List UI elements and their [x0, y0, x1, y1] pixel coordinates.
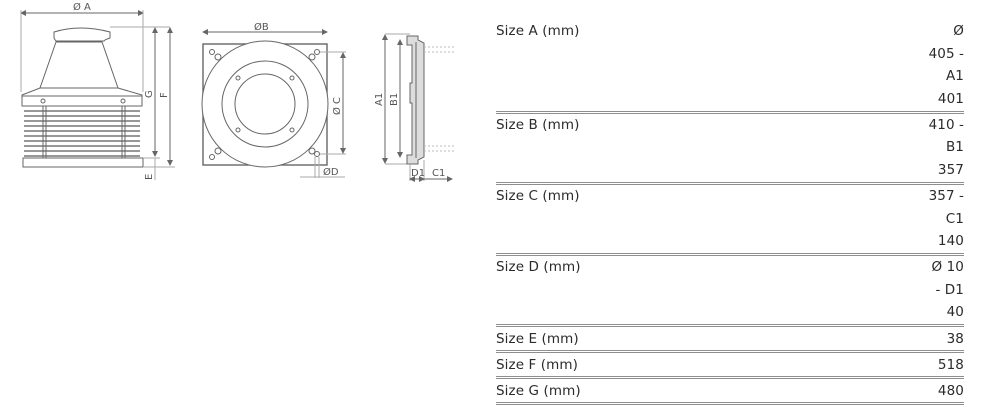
dim-label-a1: A1	[374, 93, 385, 106]
table-row-size-d: Size D (mm) Ø 10 - D1 40	[496, 254, 964, 326]
table-row-size-e: Size E (mm) 38	[496, 325, 964, 352]
section-view	[382, 33, 455, 182]
row-value-line: Ø 10	[931, 258, 964, 275]
technical-drawing: Ø A G F E	[0, 0, 480, 200]
row-value-line: 38	[946, 330, 964, 347]
dim-label-f: F	[159, 92, 170, 98]
row-label: Size G (mm)	[496, 382, 581, 399]
dim-label-e: E	[144, 174, 155, 180]
row-value-line: 401	[937, 91, 964, 108]
row-label: Size C (mm)	[496, 187, 580, 204]
dim-label-g: G	[144, 90, 155, 98]
row-value-line: 410 -	[928, 116, 964, 133]
size-spec-table: Size A (mm) Ø 405 - A1 401 Size B (mm) 4…	[496, 20, 964, 405]
row-label: Size F (mm)	[496, 356, 578, 373]
row-label: Size E (mm)	[496, 330, 579, 347]
dim-label-b1: B1	[389, 93, 400, 106]
table-row-size-a: Size A (mm) Ø 405 - A1 401	[496, 20, 964, 113]
row-value-line: 357	[937, 162, 964, 179]
top-view	[201, 29, 346, 178]
table-row-size-g: Size G (mm) 480	[496, 377, 964, 404]
row-label: Size D (mm)	[496, 258, 581, 275]
row-value-line: 140	[937, 233, 964, 250]
row-label: Size A (mm)	[496, 23, 580, 39]
dim-label-a: Ø A	[73, 1, 91, 13]
row-value-line: 480	[937, 382, 964, 399]
table-row-size-c: Size C (mm) 357 - C1 140	[496, 183, 964, 255]
row-value-line: 518	[937, 356, 964, 373]
table-row-size-f: Size F (mm) 518	[496, 351, 964, 378]
dim-label-d1: D1	[411, 168, 425, 179]
dimension-drawing-svg: Ø A G F E	[20, 1, 455, 182]
row-value-line: A1	[945, 68, 964, 85]
row-value-line: B1	[945, 139, 964, 156]
row-value-line: 357 -	[928, 187, 964, 204]
side-view	[20, 10, 175, 180]
row-value-line: C1	[945, 210, 964, 227]
dim-label-d: ØD	[323, 166, 339, 178]
dim-label-b: ØB	[254, 21, 269, 33]
row-value-line: Ø	[953, 23, 964, 39]
table-row-size-b: Size B (mm) 410 - B1 357	[496, 112, 964, 184]
row-label: Size B (mm)	[496, 116, 580, 133]
dim-label-c: Ø C	[331, 97, 343, 115]
row-value-line: - D1	[935, 281, 964, 298]
row-value-line: 405 -	[928, 45, 964, 62]
row-value-line: 40	[946, 304, 964, 321]
dim-label-c1: C1	[432, 168, 445, 179]
